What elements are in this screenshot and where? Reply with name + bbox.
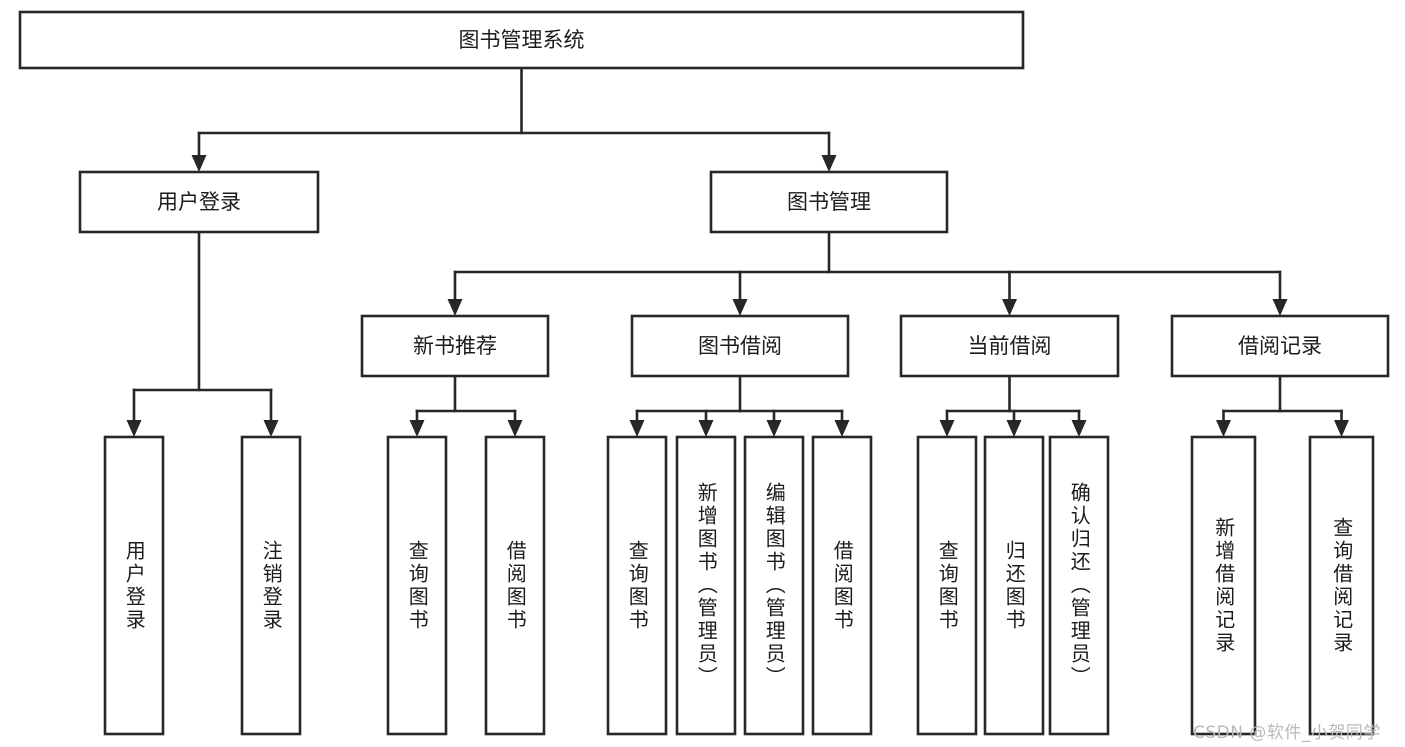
- node-leaf-query-book-3[interactable]: [916, 435, 978, 736]
- node-leaf-add-record[interactable]: [1190, 435, 1257, 736]
- node-root[interactable]: 图书管理系统: [18, 10, 1025, 70]
- node-label-new-book-rec: 新书推荐: [413, 334, 497, 358]
- connector-group-borrow-record: [1216, 374, 1349, 437]
- connector-group-book-borrow: [629, 374, 850, 437]
- node-label-borrow-record: 借阅记录: [1238, 334, 1322, 358]
- node-leaf-add-book[interactable]: [675, 435, 737, 736]
- node-box-root[interactable]: [18, 10, 1025, 70]
- node-leaf-return-book[interactable]: [983, 435, 1045, 736]
- connector-group-new-book-rec: [409, 374, 523, 437]
- node-label-user-login: 用户登录: [157, 190, 241, 214]
- node-box-leaf-return-book[interactable]: [983, 435, 1045, 736]
- connector-group-book-manage: [447, 230, 1288, 316]
- node-leaf-borrow-book-2[interactable]: [811, 435, 873, 736]
- node-box-leaf-user-login[interactable]: [103, 435, 165, 736]
- node-label-current-borrow: 当前借阅: [968, 334, 1052, 358]
- node-box-new-book-rec[interactable]: [360, 314, 550, 378]
- node-leaf-borrow-book-1[interactable]: [484, 435, 546, 736]
- node-leaf-query-record[interactable]: [1308, 435, 1375, 736]
- node-user-login[interactable]: 用户登录: [78, 170, 320, 234]
- node-box-leaf-query-book-1[interactable]: [386, 435, 448, 736]
- node-box-leaf-user-logout[interactable]: [240, 435, 302, 736]
- node-leaf-query-book-1[interactable]: [386, 435, 448, 736]
- node-borrow-record[interactable]: 借阅记录: [1170, 314, 1390, 378]
- node-box-borrow-record[interactable]: [1170, 314, 1390, 378]
- node-leaf-query-book-2[interactable]: [606, 435, 668, 736]
- node-leaf-user-logout[interactable]: [240, 435, 302, 736]
- node-box-leaf-borrow-book-2[interactable]: [811, 435, 873, 736]
- node-box-leaf-add-book[interactable]: [675, 435, 737, 736]
- connector-group-current-borrow: [939, 374, 1087, 437]
- node-box-user-login[interactable]: [78, 170, 320, 234]
- node-box-leaf-add-record[interactable]: [1190, 435, 1257, 736]
- node-book-manage[interactable]: 图书管理: [709, 170, 949, 234]
- node-label-book-borrow: 图书借阅: [698, 334, 782, 358]
- node-label-book-manage: 图书管理: [787, 190, 871, 214]
- node-label-root: 图书管理系统: [459, 28, 585, 52]
- connector-group-user-login: [126, 230, 279, 437]
- node-current-borrow[interactable]: 当前借阅: [899, 314, 1120, 378]
- node-box-book-borrow[interactable]: [630, 314, 850, 378]
- node-leaf-edit-book[interactable]: [743, 435, 805, 736]
- node-box-book-manage[interactable]: [709, 170, 949, 234]
- connector-group-root: [191, 66, 837, 172]
- node-box-leaf-borrow-book-1[interactable]: [484, 435, 546, 736]
- node-box-leaf-confirm-return[interactable]: [1048, 435, 1110, 736]
- node-box-leaf-query-record[interactable]: [1308, 435, 1375, 736]
- watermark-text: CSDN @软件_小贺同学: [1193, 723, 1381, 743]
- node-new-book-rec[interactable]: 新书推荐: [360, 314, 550, 378]
- node-box-current-borrow[interactable]: [899, 314, 1120, 378]
- node-leaf-confirm-return[interactable]: [1048, 435, 1110, 736]
- node-leaf-user-login[interactable]: [103, 435, 165, 736]
- node-book-borrow[interactable]: 图书借阅: [630, 314, 850, 378]
- node-box-leaf-query-book-2[interactable]: [606, 435, 668, 736]
- node-box-leaf-query-book-3[interactable]: [916, 435, 978, 736]
- node-box-leaf-edit-book[interactable]: [743, 435, 805, 736]
